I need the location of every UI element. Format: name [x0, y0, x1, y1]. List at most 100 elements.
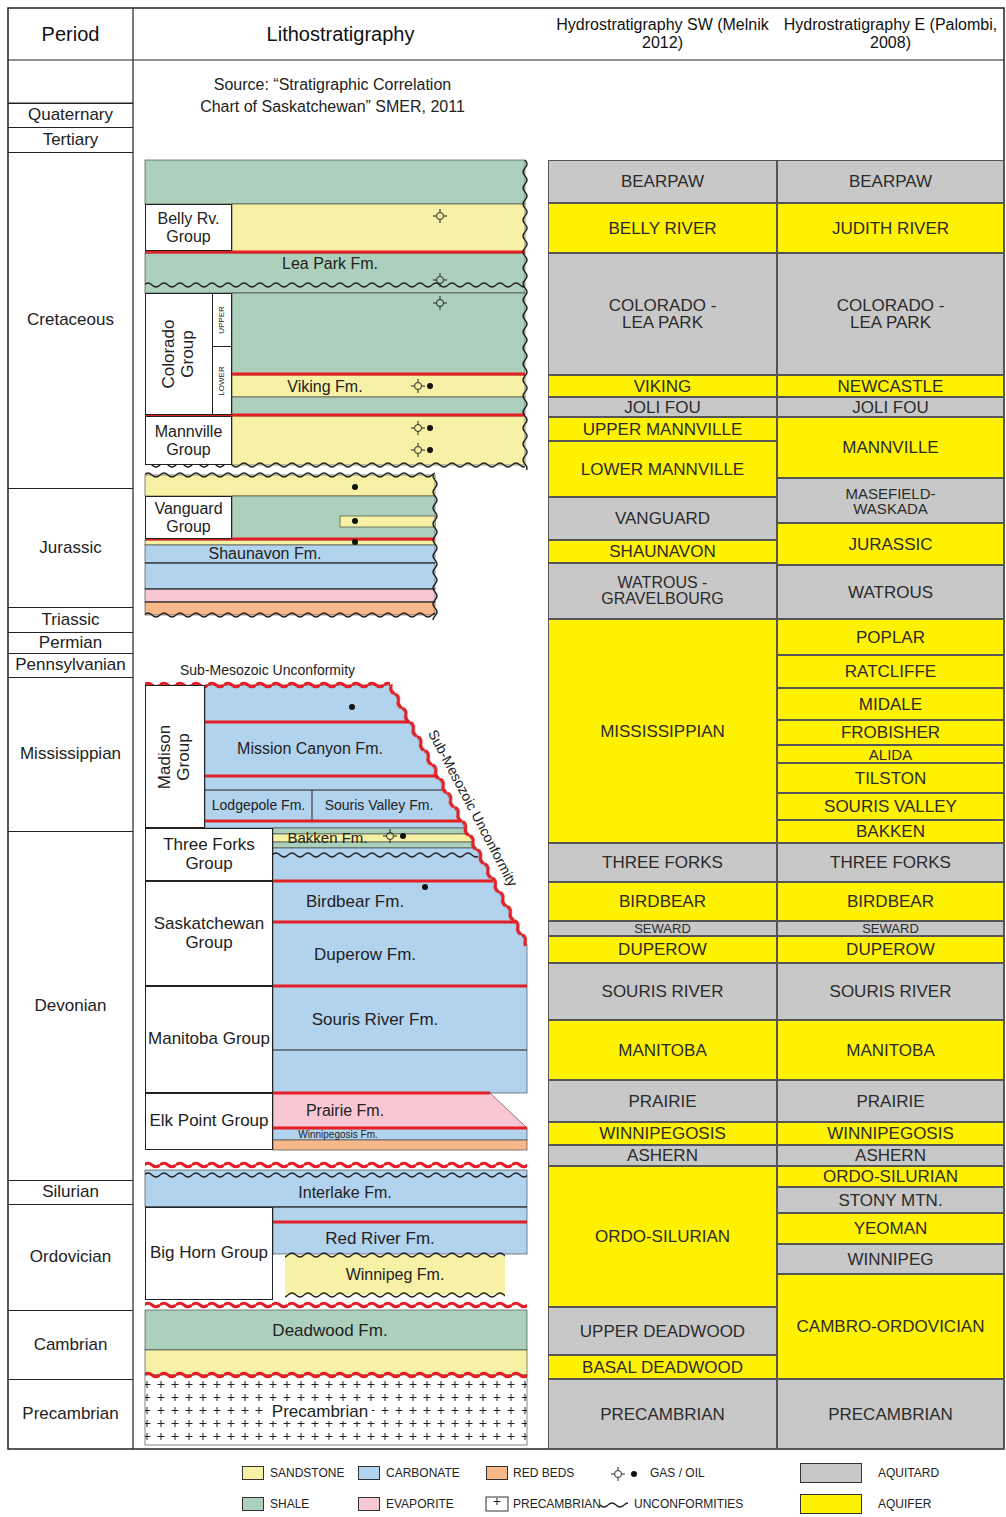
aquifer-box: JURASSIC	[777, 523, 1004, 565]
rock-band	[145, 563, 435, 589]
aquifer-box-text: MIDALE	[859, 696, 922, 713]
legend-text: GAS / OIL	[650, 1465, 705, 1481]
aquifer-box: UPPER MANNVILLE	[548, 417, 777, 441]
period-cell: Tertiary	[8, 127, 133, 152]
period-cell-text: Ordovician	[30, 1248, 111, 1267]
aquitard-box-text: BEARPAW	[849, 173, 932, 190]
column-header-text: Lithostratigraphy	[267, 23, 415, 46]
thin-contact	[273, 1050, 527, 1051]
gas-symbol	[383, 829, 397, 843]
text-cell: UPPER	[212, 294, 231, 346]
aquifer-box: BAKKEN	[777, 820, 1004, 843]
aquifer-box: POPLAR	[777, 619, 1004, 655]
unconformity-line	[145, 610, 435, 620]
legend-swatch	[358, 1497, 380, 1511]
group-box-text: Vanguard Group	[148, 500, 229, 535]
aquitard-box-text: SOURIS RIVER	[602, 983, 724, 1000]
formation-label: Viking Fm.	[245, 376, 405, 397]
aquifer-box: SOURIS VALLEY	[777, 793, 1004, 820]
aquitard-box-text: WINNIPEG	[848, 1251, 934, 1268]
aquitard-box-text: COLORADO - LEA PARK	[598, 297, 728, 331]
group-box: Mannville Group	[145, 416, 232, 465]
period-cell: Precambrian	[8, 1379, 133, 1449]
gas-symbol	[411, 379, 425, 393]
group-box-text: Colorado Group	[160, 309, 197, 399]
aquifer-box: DUPEROW	[548, 936, 777, 963]
rock-band	[145, 1170, 527, 1207]
aquifer-box: JUDITH RIVER	[777, 203, 1004, 253]
rock-band	[273, 881, 527, 986]
group-box: Big Horn Group	[145, 1207, 273, 1300]
aquifer-box-text: WINNIPEGOSIS	[599, 1125, 726, 1142]
group-box-text: UPPER	[218, 295, 227, 345]
legend-swatch	[242, 1497, 264, 1511]
formation-label: Bakken Fm.	[280, 829, 375, 847]
group-box-text: Big Horn Group	[150, 1244, 268, 1263]
table-grid	[8, 59, 1004, 60]
legend-sample	[486, 1497, 628, 1511]
formation-label: Interlake Fm.	[280, 1182, 410, 1204]
aquifer-box: BIRDBEAR	[777, 882, 1004, 921]
formation-label: Winnipegosis Fm.	[278, 1129, 398, 1140]
aquifer-box: BIRDBEAR	[548, 882, 777, 921]
oil-dot	[427, 425, 433, 431]
red-contact	[273, 1221, 527, 1224]
gas-symbol	[433, 209, 447, 223]
legend-text: RED BEDS	[513, 1465, 574, 1481]
period-cell-text: Cambrian	[34, 1336, 108, 1355]
formation-label-text: Duperow Fm.	[314, 946, 416, 965]
unconformity-line	[145, 1370, 527, 1380]
thin-contact	[205, 790, 446, 791]
unconformity-line	[273, 850, 478, 860]
unconformity-line	[145, 160, 532, 1380]
aquitard-box-text: SEWARD	[634, 922, 691, 935]
legend-text: SANDSTONE	[270, 1465, 344, 1481]
formation-label-text: Bakken Fm.	[287, 830, 367, 847]
group-box: Saskatchewan Group	[145, 881, 273, 986]
rock-band	[232, 293, 525, 375]
aquifer-box: DUPEROW	[777, 936, 1004, 963]
oil-dot	[631, 1471, 637, 1477]
oil-dot	[400, 833, 406, 839]
aquitard-box: WINNIPEG	[777, 1244, 1004, 1274]
group-box: Madison Group	[145, 685, 205, 828]
formation-label: Souris River Fm.	[280, 1004, 470, 1036]
aquitard-box-text: PRECAMBRIAN	[600, 1406, 725, 1423]
thin-contact	[145, 563, 435, 564]
legend-text: SHALE	[270, 1496, 309, 1512]
period-cell: Silurian	[8, 1180, 133, 1204]
aquitard-box-text: WATROUS	[848, 584, 933, 601]
aquifer-box: MISSISSIPPIAN	[548, 619, 777, 843]
source-note: Source: “Stratigraphic Correlation Chart…	[200, 74, 465, 117]
legend-sample	[486, 1497, 508, 1511]
formation-label-text: Souris River Fm.	[312, 1011, 439, 1030]
legend-text: UNCONFORMITIES	[634, 1496, 743, 1512]
rock-band	[145, 1375, 527, 1445]
aquitard-box: PRAIRIE	[777, 1080, 1004, 1122]
aquitard-box-text: SEWARD	[862, 922, 919, 935]
aquifer-box-text: MANITOBA	[846, 1042, 934, 1059]
formation-label: Deadwood Fm.	[200, 1318, 460, 1344]
rock-band	[145, 160, 527, 1445]
red-contact	[205, 775, 438, 778]
formation-label-text: Deadwood Fm.	[272, 1322, 387, 1341]
rock-band	[232, 416, 525, 465]
group-box: Belly Rv. Group	[145, 204, 232, 251]
formation-label-text: Precambrian	[268, 1403, 372, 1422]
unconformity-line	[145, 1300, 527, 1310]
rock-band	[273, 848, 493, 881]
text-cell: Madison Group	[146, 686, 204, 827]
period-cell: Cambrian	[8, 1310, 133, 1379]
oil-dot	[352, 539, 358, 545]
aquifer-box: TILSTON	[777, 763, 1004, 793]
rock-band	[232, 375, 525, 397]
thin-contact	[145, 602, 435, 603]
aquitard-box: PRAIRIE	[548, 1080, 777, 1122]
aquitard-box: JOLI FOU	[777, 397, 1004, 417]
legend-text: EVAPORITE	[386, 1496, 454, 1512]
aquitard-box: UPPER DEADWOOD	[548, 1307, 777, 1355]
aquitard-box: STONY MTN.	[777, 1187, 1004, 1213]
unconformity-label: Sub-Mesozoic Unconformity	[160, 661, 375, 680]
aquifer-box-text: NEWCASTLE	[838, 378, 944, 395]
formation-label: Red River Fm.	[280, 1226, 480, 1252]
